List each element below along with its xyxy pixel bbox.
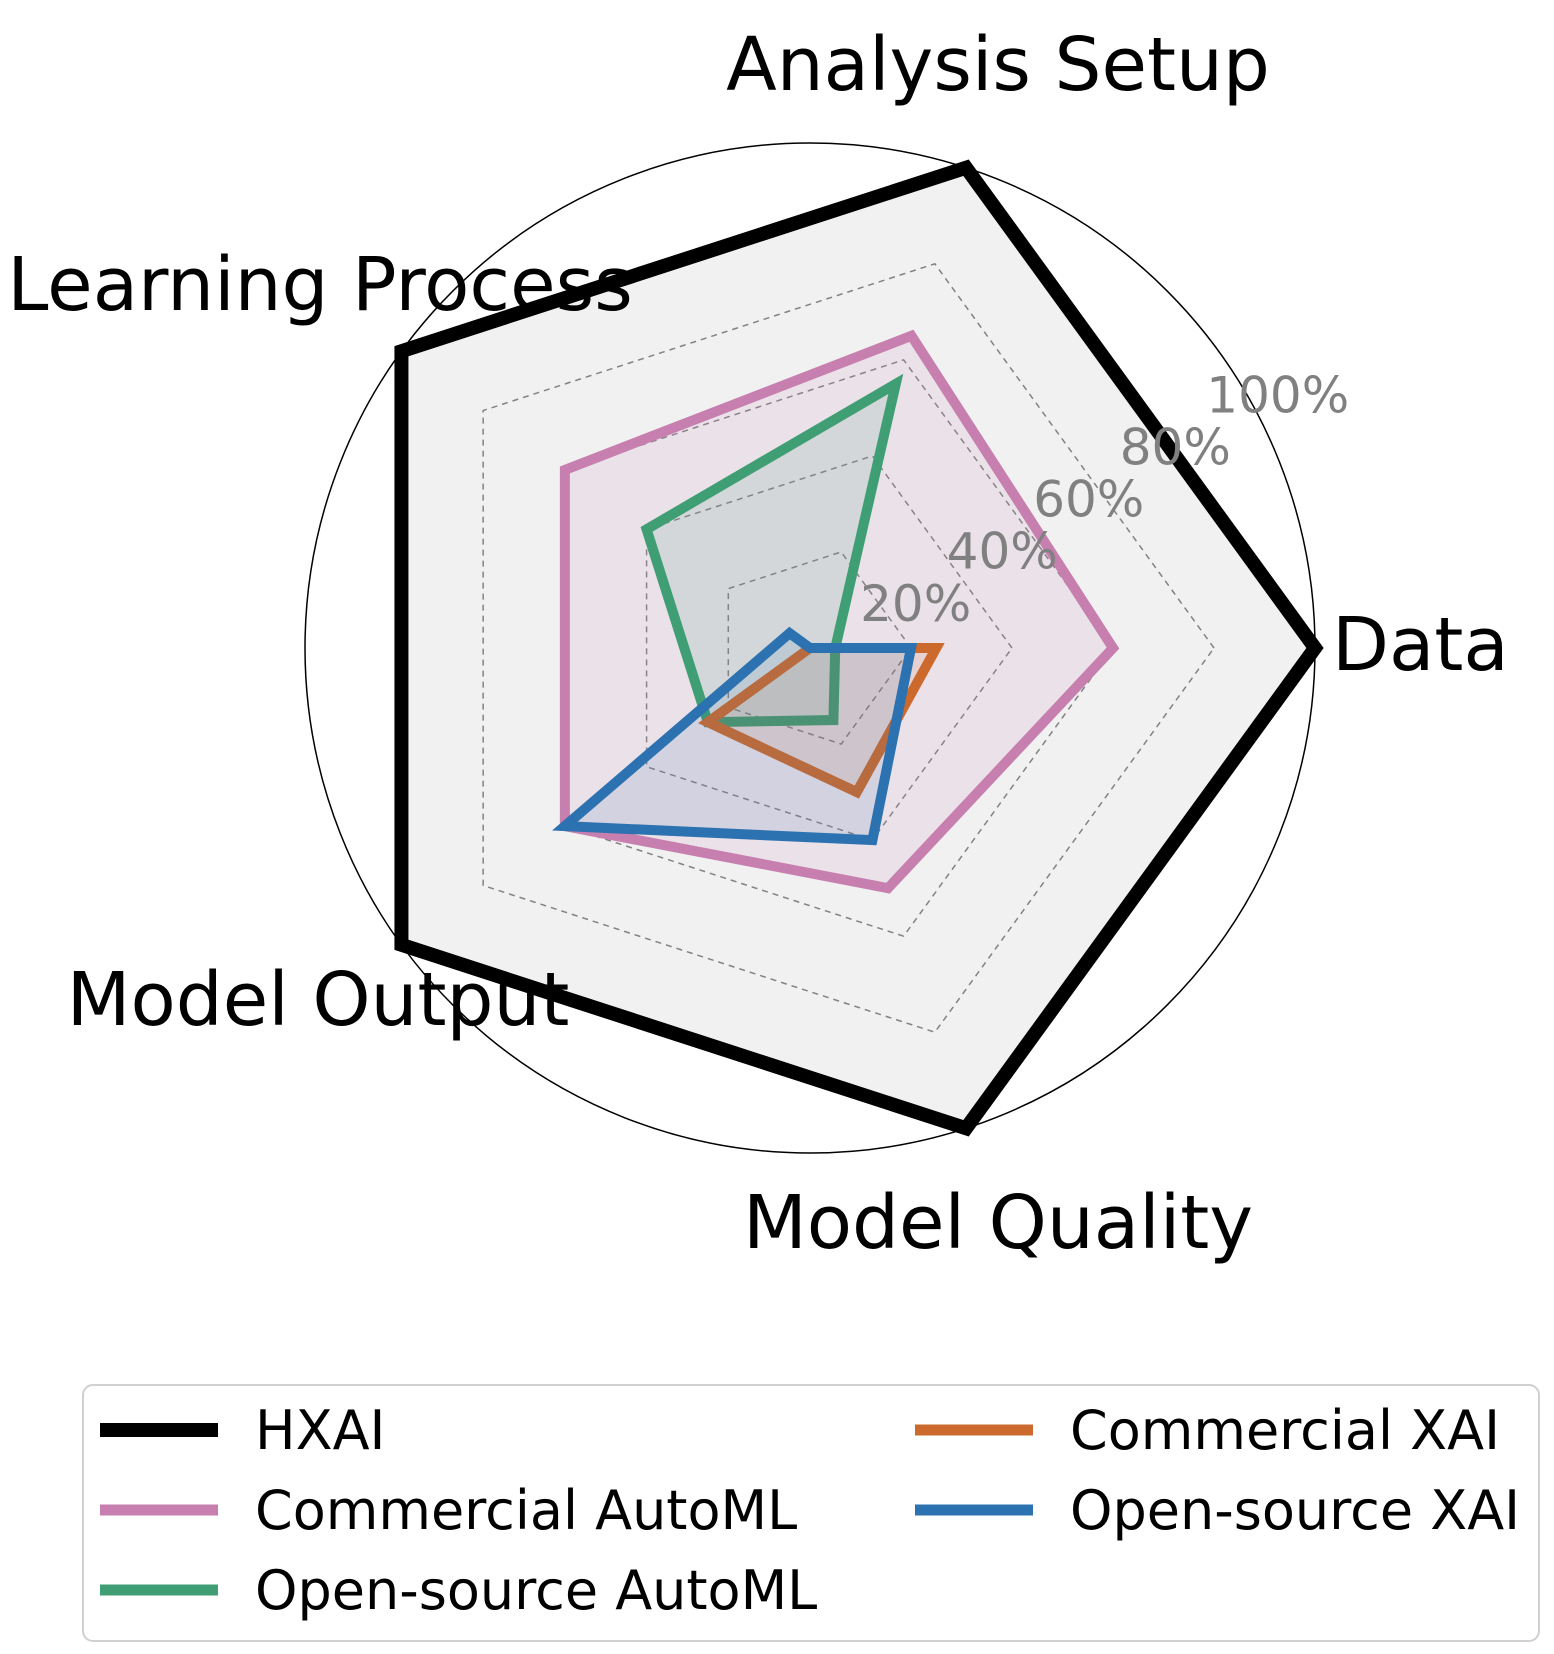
axis-label-analysis-setup: Analysis Setup (726, 22, 1270, 108)
tick-label-60: 60% (1033, 471, 1144, 529)
legend-label-hxai: HXAI (255, 1399, 385, 1462)
axis-label-model-quality: Model Quality (743, 1180, 1253, 1266)
tick-layer: 20%40%60%80%100% (860, 366, 1349, 632)
tick-label-100: 100% (1206, 366, 1349, 424)
series-line-commercial-automl (559, 329, 1120, 894)
tick-label-80: 80% (1120, 419, 1231, 477)
axis-label-model-output: Model Output (67, 957, 570, 1043)
legend-label-open-source-xai: Open-source XAI (1070, 1479, 1520, 1542)
series-line-open-source-automl (640, 373, 904, 728)
legend-label-commercial-xai: Commercial XAI (1070, 1399, 1500, 1462)
axis-label-data: Data (1332, 602, 1509, 688)
series-layer (394, 159, 1324, 1137)
tick-label-40: 40% (947, 523, 1058, 581)
legend-label-commercial-automl: Commercial AutoML (255, 1479, 797, 1542)
legend-label-open-source-automl: Open-source AutoML (255, 1559, 817, 1622)
legend: HXAI Commercial AutoML Open-source AutoML C… (82, 1384, 1540, 1642)
tick-label-20: 20% (860, 575, 971, 633)
axis-label-layer: Data Analysis Setup Learning Process Mod… (7, 22, 1508, 1266)
axis-label-learning-process: Learning Process (7, 242, 633, 328)
legend-frame (82, 1384, 1540, 1642)
series-line-open-source-xai (552, 626, 918, 846)
series-fill-open-source-xai (564, 633, 911, 841)
legend-entries: HXAI Commercial AutoML Open-source AutoML C… (100, 1399, 1520, 1622)
series-line-hxai (394, 159, 1324, 1137)
